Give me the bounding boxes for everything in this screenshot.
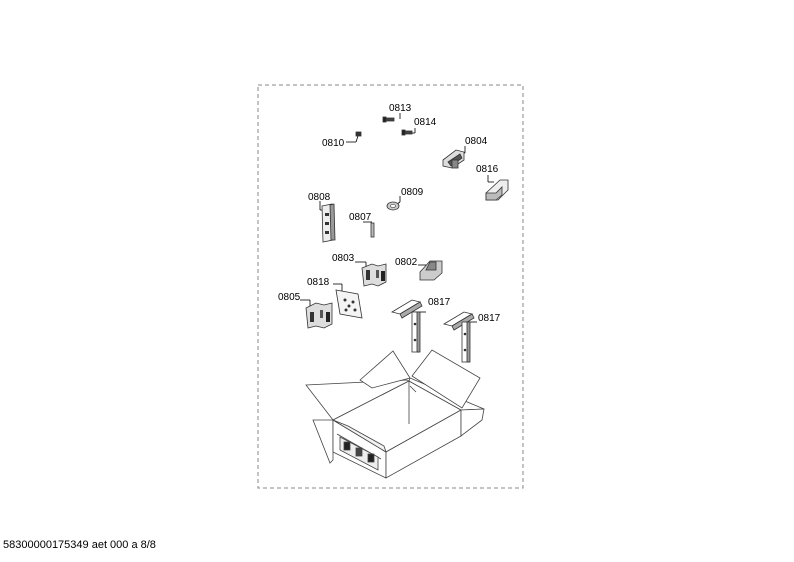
label-0814: 0814	[414, 117, 437, 128]
part-0805[interactable]: 0805	[278, 292, 333, 329]
part-0817-a[interactable]: 0817	[390, 297, 451, 353]
label-0804: 0804	[465, 136, 488, 147]
document-id-footer: 58300000175349 aet 000 a 8/8	[3, 539, 156, 551]
label-0816: 0816	[476, 164, 499, 175]
part-0802[interactable]: 0802	[395, 257, 443, 281]
dashed-frame	[257, 84, 524, 489]
part-0818[interactable]: 0818	[307, 277, 363, 319]
part-0816[interactable]: 0816	[476, 164, 509, 201]
label-0817-a: 0817	[428, 297, 451, 308]
part-0808[interactable]: 0808	[308, 192, 336, 243]
part-0807[interactable]: 0807	[349, 212, 375, 238]
part-0810[interactable]: 0810	[322, 131, 362, 149]
label-0807: 0807	[349, 212, 372, 223]
label-0818: 0818	[307, 277, 330, 288]
label-0813: 0813	[389, 103, 412, 114]
label-0809: 0809	[401, 187, 424, 198]
part-0814[interactable]: 0814	[401, 117, 437, 136]
part-0804[interactable]: 0804	[442, 136, 488, 169]
label-0803: 0803	[332, 253, 355, 264]
part-0803[interactable]: 0803	[332, 253, 387, 287]
part-0809[interactable]: 0809	[386, 187, 424, 211]
part-0813[interactable]: 0813	[382, 103, 412, 123]
part-0817-b[interactable]: 0817	[442, 311, 501, 363]
label-0810: 0810	[322, 138, 345, 149]
packaging-box-illustration	[305, 349, 485, 479]
label-0802: 0802	[395, 257, 418, 268]
label-0808: 0808	[308, 192, 331, 203]
label-0805: 0805	[278, 292, 301, 303]
label-0817-b: 0817	[478, 313, 501, 324]
